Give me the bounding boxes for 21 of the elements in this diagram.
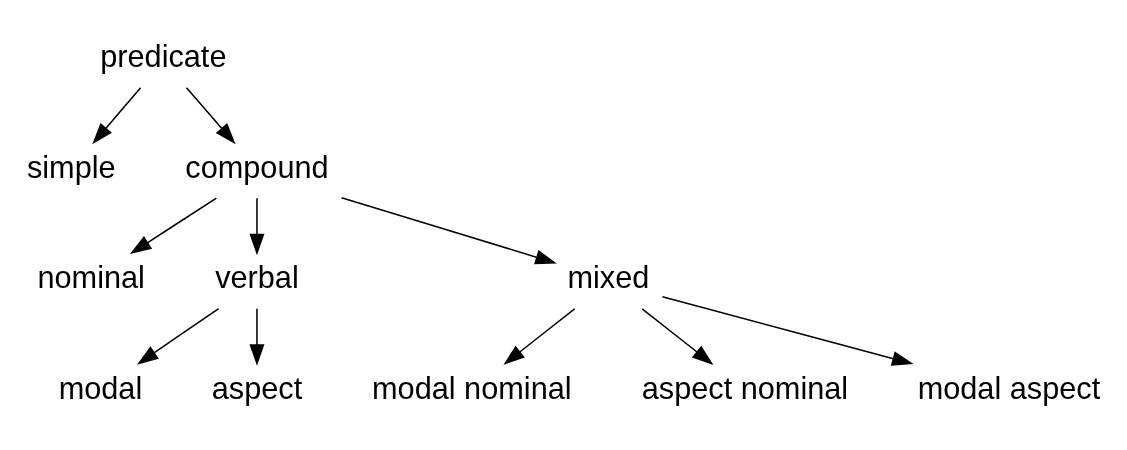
node-text: mixed <box>567 259 650 295</box>
node-text: compound <box>185 149 329 185</box>
node-text: modal aspect <box>917 370 1101 406</box>
arrow <box>641 307 714 365</box>
arrow <box>249 307 265 366</box>
arrow <box>185 86 236 144</box>
arrow <box>129 196 218 254</box>
arrow <box>92 86 142 144</box>
node-text: simple <box>26 149 116 185</box>
node-text: verbal <box>215 259 299 295</box>
arrow <box>340 196 557 264</box>
arrow <box>136 307 220 365</box>
node-text: aspect nominal <box>641 370 849 406</box>
node-text: predicate <box>100 38 227 74</box>
node-text: aspect <box>211 370 303 406</box>
node-text: nominal <box>37 259 145 295</box>
arrow <box>503 307 576 365</box>
node-text: modal <box>58 370 143 406</box>
arrow <box>249 197 265 255</box>
node-text: modal nominal <box>372 370 572 406</box>
arrow <box>661 295 914 366</box>
